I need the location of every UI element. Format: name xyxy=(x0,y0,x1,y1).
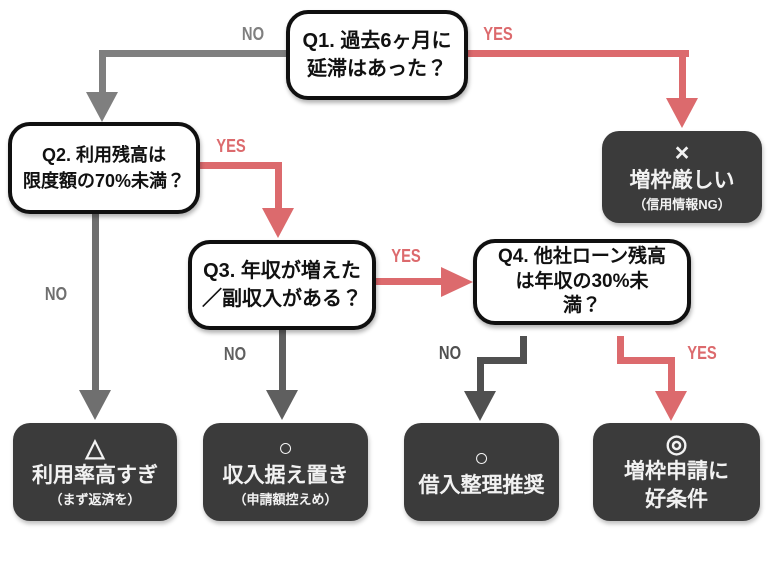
result-note: （まず返済を） xyxy=(49,492,141,507)
result-title: 好条件 xyxy=(645,487,708,511)
result-note: （申請額控えめ） xyxy=(233,492,338,507)
question-q4-box: Q4. 他社ローン残高 は年収の30%未 満？ xyxy=(473,239,691,325)
arrow-segment xyxy=(520,336,527,364)
question-text-line: Q1. 過去6ヶ月に xyxy=(302,30,452,52)
result-income-flat-box: ○ 収入据え置き （申請額控えめ） xyxy=(203,423,368,521)
arrowhead-down-icon xyxy=(86,92,118,122)
arrow-segment xyxy=(99,50,106,94)
triangle-icon: △ xyxy=(85,434,105,462)
arrowhead-right-icon xyxy=(441,267,473,297)
result-title: 増枠厳しい xyxy=(629,169,735,192)
question-q2-box: Q2. 利用残高は 限度額の70%未満？ xyxy=(8,122,200,214)
result-title: 収入据え置き xyxy=(222,464,349,487)
arrow-segment xyxy=(477,357,484,393)
result-increase-difficult-box: × 増枠厳しい （信用情報NG） xyxy=(602,131,762,223)
arrowhead-down-icon xyxy=(79,390,111,420)
edge-label-q4-yes: YES xyxy=(687,343,717,363)
question-text-line: Q2. 利用残高は xyxy=(41,144,166,165)
question-text-line: 満？ xyxy=(562,295,601,317)
result-utilization-too-high-box: △ 利用率高すぎ （まず返済を） xyxy=(13,423,177,521)
edge-label-q4-no: NO xyxy=(438,343,462,363)
edge-label-q3-yes: YES xyxy=(391,246,421,266)
edge-label-q1-no: NO xyxy=(241,24,265,44)
arrow-segment xyxy=(279,330,286,392)
question-text-line: 限度額の70%未満？ xyxy=(22,171,186,191)
arrow-segment xyxy=(617,357,675,364)
edge-label-q2-no: NO xyxy=(44,284,68,304)
arrowhead-down-icon xyxy=(655,391,687,421)
result-note: （信用情報NG） xyxy=(633,197,731,212)
arrow-segment xyxy=(275,162,282,210)
result-title: 増枠申請に xyxy=(624,459,729,483)
arrow-segment xyxy=(668,357,675,393)
question-text-line: 延滞はあった？ xyxy=(307,58,447,80)
arrow-segment xyxy=(200,162,282,169)
arrowhead-down-icon xyxy=(262,208,294,238)
arrowhead-down-icon xyxy=(464,391,496,421)
result-debt-consolidation-box: ○ 借入整理推奨 xyxy=(404,423,559,521)
question-text-line: Q3. 年収が増えた xyxy=(203,260,361,282)
arrowhead-down-icon xyxy=(666,98,698,128)
edge-label-q2-yes: YES xyxy=(216,136,246,156)
arrow-segment xyxy=(477,357,527,364)
arrow-segment xyxy=(679,50,686,100)
result-good-conditions-box: ◎ 増枠申請に 好条件 xyxy=(593,423,760,521)
question-text-line: Q4. 他社ローン残高 xyxy=(498,245,666,267)
arrow-segment xyxy=(468,50,689,57)
arrow-segment xyxy=(617,336,624,364)
question-text-line: は年収の30%未 xyxy=(515,270,649,292)
circle-icon: ○ xyxy=(277,434,294,462)
question-text-line: ／副収入がある？ xyxy=(202,288,362,310)
circle-icon: ○ xyxy=(473,443,490,472)
edge-label-q3-no: NO xyxy=(223,344,247,364)
edge-label-q1-yes: YES xyxy=(483,24,513,44)
result-title: 借入整理推奨 xyxy=(418,473,545,497)
arrow-segment xyxy=(375,278,445,285)
arrowhead-down-icon xyxy=(266,390,298,420)
double-circle-icon: ◎ xyxy=(665,429,688,458)
question-q3-box: Q3. 年収が増えた ／副収入がある？ xyxy=(188,240,376,330)
question-q1-box: Q1. 過去6ヶ月に 延滞はあった？ xyxy=(286,10,468,100)
cross-icon: × xyxy=(674,139,690,167)
arrow-segment xyxy=(99,50,286,57)
result-title: 利用率高すぎ xyxy=(32,464,158,487)
arrow-segment xyxy=(92,214,99,392)
